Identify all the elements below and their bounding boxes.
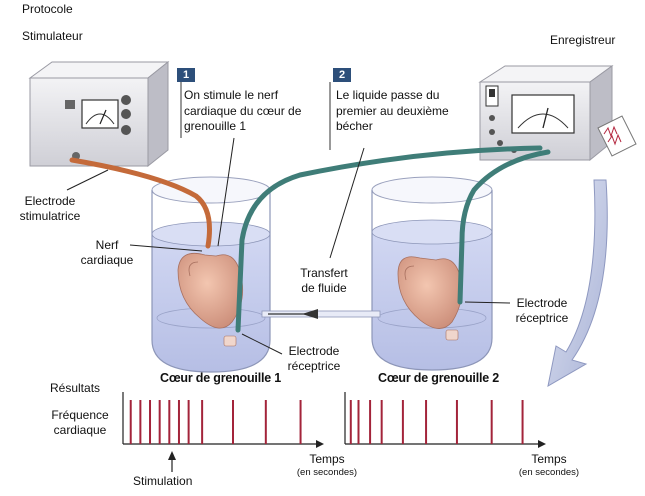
step-2-badge: 2 bbox=[333, 68, 351, 82]
step-2-line: premier au deuxième bbox=[336, 103, 449, 118]
label-line: Electrode bbox=[516, 296, 568, 310]
step-2-line: bécher bbox=[336, 119, 373, 133]
step-1-line: grenouille 1 bbox=[184, 119, 247, 133]
stimulating-electrode-label: Electrode stimulatrice bbox=[10, 194, 90, 224]
curved-arrow bbox=[547, 179, 608, 387]
heart-2 bbox=[397, 256, 463, 341]
chart-2-axes bbox=[344, 392, 546, 448]
receptor-electrode-2-label: Electrode réceptrice bbox=[504, 296, 580, 326]
time-axis-label-1: Temps (en secondes) bbox=[292, 452, 362, 478]
protocol-label: Protocole bbox=[22, 2, 73, 16]
label-line: cardiaque bbox=[53, 423, 107, 437]
label-line: réceptrice bbox=[515, 311, 569, 325]
chart-1-axes bbox=[122, 392, 324, 448]
label-unit: (en secondes) bbox=[518, 467, 580, 478]
heart-2-caption: Cœur de grenouille 2 bbox=[378, 371, 500, 385]
results-label: Résultats bbox=[50, 381, 101, 395]
recorder-cable-2 bbox=[457, 149, 551, 305]
label-line: Temps bbox=[309, 452, 345, 466]
stimulator-label: Stimulateur bbox=[22, 29, 83, 43]
heart-rate-axis-label: Fréquence cardiaque bbox=[40, 408, 120, 438]
transfer-tube bbox=[261, 310, 381, 318]
label-unit: (en secondes) bbox=[296, 467, 358, 478]
stimulation-label: Stimulation bbox=[133, 474, 193, 488]
receptor-electrode-1-label: Electrode réceptrice bbox=[276, 344, 352, 374]
step-1-line: On stimule le nerf bbox=[184, 88, 279, 102]
stimulation-arrow bbox=[168, 451, 176, 472]
chart-1-beats bbox=[129, 400, 302, 444]
chart-2-beats bbox=[349, 400, 524, 444]
label-line: de fluide bbox=[301, 281, 347, 295]
heart-1-caption: Cœur de grenouille 1 bbox=[160, 371, 282, 385]
stimulating-electrode-cable bbox=[69, 157, 212, 249]
step-2-line: Le liquide passe du bbox=[336, 88, 440, 102]
fluid-transfer-label: Transfert de fluide bbox=[284, 266, 364, 296]
label-line: stimulatrice bbox=[19, 209, 81, 223]
recorder-cable-1 bbox=[235, 145, 543, 333]
label-line: Fréquence bbox=[51, 408, 109, 422]
label-line: cardiaque bbox=[80, 253, 134, 267]
step-1-text: On stimule le nerf cardiaque du cœur de … bbox=[184, 88, 301, 135]
label-line: réceptrice bbox=[287, 359, 341, 373]
step-1-badge: 1 bbox=[177, 68, 195, 82]
label-line: Electrode bbox=[288, 344, 340, 358]
cardiac-nerve-label: Nerf cardiaque bbox=[74, 238, 140, 268]
label-line: Nerf bbox=[95, 238, 119, 252]
time-axis-label-2: Temps (en secondes) bbox=[514, 452, 584, 478]
label-line: Temps bbox=[531, 452, 567, 466]
label-line: Electrode bbox=[24, 194, 76, 208]
step-2-text: Le liquide passe du premier au deuxième … bbox=[336, 88, 449, 135]
step-1-line: cardiaque du cœur de bbox=[184, 103, 302, 118]
recorder-label: Enregistreur bbox=[550, 33, 616, 47]
heart-1 bbox=[177, 252, 244, 347]
label-line: Transfert bbox=[300, 266, 348, 280]
recorder-device bbox=[478, 65, 637, 162]
stimulator-device bbox=[28, 60, 170, 168]
